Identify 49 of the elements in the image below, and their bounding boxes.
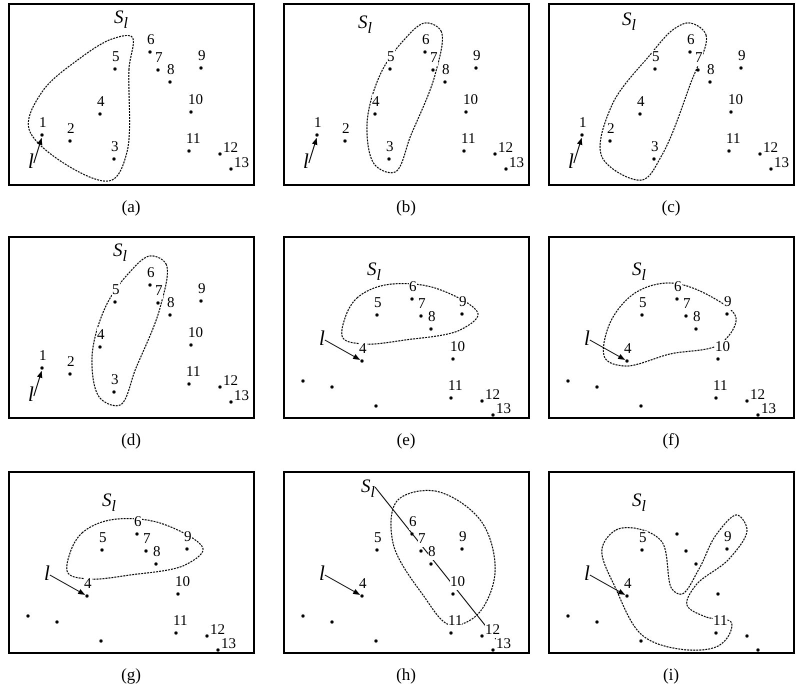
point-label: 7	[430, 51, 438, 66]
panel-caption: (g)	[121, 666, 141, 684]
line-label: l	[584, 328, 590, 348]
panel-caption: (a)	[122, 198, 140, 216]
line-label: l	[28, 151, 34, 171]
point-label: 6	[409, 515, 416, 530]
point-label: 5	[387, 50, 394, 65]
line-label: l	[303, 151, 309, 171]
arrow	[589, 340, 626, 360]
point-label: 7	[418, 532, 426, 547]
point-label: 7	[695, 51, 702, 66]
arrow	[589, 574, 626, 595]
plot-frame	[548, 471, 795, 654]
plot-frame	[283, 236, 530, 419]
line-label: l	[319, 328, 325, 348]
plot-frame	[283, 471, 530, 654]
plot-frame	[8, 471, 255, 654]
arrow	[324, 574, 360, 595]
line-label: l	[584, 563, 590, 583]
panel-caption: (h)	[396, 666, 416, 684]
point-label: 11	[448, 614, 462, 629]
line-label: l	[28, 384, 34, 404]
point-label: 12	[485, 623, 500, 638]
point-label: 8	[428, 545, 436, 560]
line-label: l	[319, 563, 325, 583]
arrow	[49, 574, 86, 595]
panel-caption: (b)	[396, 198, 416, 216]
panel-caption: (e)	[396, 431, 416, 449]
line-label: l	[568, 151, 574, 171]
plot-frame	[548, 236, 795, 419]
plot-frame	[8, 236, 255, 419]
panel-caption: (i)	[662, 666, 680, 684]
arrow	[308, 138, 318, 164]
arrow	[324, 340, 360, 360]
point-label: 7	[155, 284, 162, 299]
point-label: 5	[112, 283, 120, 298]
point-label: 13	[496, 637, 511, 652]
point-label: 9	[724, 295, 732, 310]
arrow	[33, 138, 42, 164]
arrow	[33, 370, 42, 396]
line-label: l	[44, 563, 50, 583]
panel-caption: (d)	[121, 431, 141, 449]
arrow	[573, 138, 582, 164]
panel-caption: (c)	[662, 198, 680, 216]
point-label: 10	[450, 575, 465, 590]
plot-frame	[283, 3, 530, 186]
panel-caption: (f)	[662, 431, 680, 449]
plot-frame	[548, 3, 795, 186]
plot-frame	[8, 3, 255, 186]
